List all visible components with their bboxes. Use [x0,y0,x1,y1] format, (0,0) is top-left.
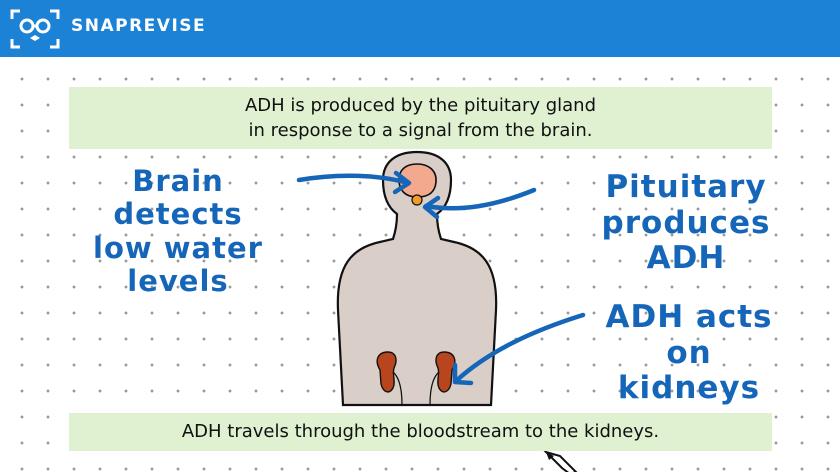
top-bar: SNAPREVISE [0,0,840,57]
right-ureter [429,371,440,406]
caption-bottom-text: ADH travels through the bloodstream to t… [181,421,660,442]
arrow-to-kidneys [452,312,586,386]
right-kidney [435,351,456,393]
pituitary-gland [411,194,423,206]
label-adh-acts-on-kidneys: ADH acts on kidneys [605,299,773,407]
owl-face-icon[interactable] [10,9,60,49]
arrow-to-pituitary [422,187,537,220]
label-brain-detects: Brain detects low water levels [93,164,263,299]
brand-name: SNAPREVISE [71,16,207,36]
label-pituitary-produces: Pituitary produces ADH [601,169,771,277]
pen-icon [542,449,578,472]
left-ureter [392,371,403,406]
body-silhouette [336,150,498,407]
brain [398,163,437,198]
arrow-to-brain [296,170,412,195]
caption-bottom: ADH travels through the bloodstream to t… [69,413,772,451]
left-kidney [376,351,397,393]
caption-top-text: ADH is produced by the pituitary gland i… [244,95,597,141]
caption-top: ADH is produced by the pituitary gland i… [69,87,772,149]
